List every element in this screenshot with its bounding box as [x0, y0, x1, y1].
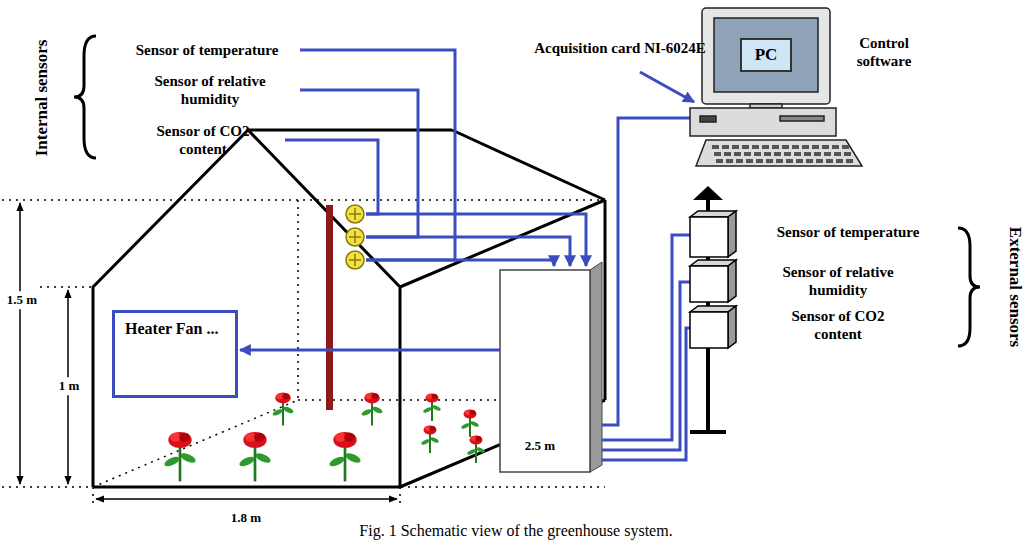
keyboard-key: [846, 159, 853, 163]
keyboard-key: [812, 145, 819, 149]
sensor-label: Sensor of temperature: [136, 41, 279, 59]
keyboard-key: [754, 152, 761, 156]
keyboard-key: [806, 159, 813, 163]
keyboard-key: [836, 159, 843, 163]
keyboard-key: [752, 145, 759, 149]
rose: [361, 393, 384, 426]
actuator-box: Heater Fan ...: [112, 310, 238, 398]
keyboard-key: [736, 159, 743, 163]
card-label: Acquisition card NI-6024E: [525, 39, 715, 57]
rose: [163, 432, 197, 482]
keyboard-key: [816, 159, 823, 163]
keyboard-key: [794, 152, 801, 156]
dimension: 1.5 m: [5, 291, 39, 309]
keyboard-key: [792, 145, 799, 149]
sensor-pole: [326, 205, 333, 410]
keyboard-key: [832, 145, 839, 149]
rose: [461, 410, 480, 438]
node-text: Heater Fan ...: [125, 319, 225, 340]
keyboard-key: [724, 152, 731, 156]
dimension: 1.8 m: [231, 510, 261, 526]
sensor-label: Sensor of CO2 content: [778, 307, 898, 343]
keyboard-key: [742, 145, 749, 149]
dimension: 2.5 m: [525, 438, 555, 454]
keyboard-key: [766, 159, 773, 163]
keyboard-key: [802, 145, 809, 149]
rose: [238, 432, 272, 482]
external-wires: [602, 72, 694, 460]
keyboard-key: [744, 152, 751, 156]
sensor-label: Sensor of relative humidity: [135, 72, 285, 108]
pc-computer: [690, 8, 862, 166]
internal-wires: [285, 50, 586, 266]
keyboard-key: [804, 152, 811, 156]
keyboard-key: [834, 152, 841, 156]
rose: [328, 432, 362, 482]
group-label: External sensors: [1005, 227, 1025, 347]
sensor-label: Sensor of relative humidity: [763, 263, 913, 299]
pc-screen: PC: [740, 38, 792, 72]
keyboard-key: [774, 152, 781, 156]
keyboard-key: [814, 152, 821, 156]
rose: [421, 426, 440, 454]
keyboard-key: [726, 159, 733, 163]
keyboard-key: [824, 152, 831, 156]
keyboard-key: [796, 159, 803, 163]
keyboard-key: [722, 145, 729, 149]
keyboard-key: [782, 145, 789, 149]
keyboard-key: [732, 145, 739, 149]
keyboard-key: [772, 145, 779, 149]
rose-plants: [163, 393, 485, 482]
group-label: Internal sensors: [32, 40, 52, 157]
control-wire: [240, 349, 500, 352]
rose: [272, 393, 295, 426]
control-cabinet: [500, 262, 602, 472]
keyboard-key: [764, 152, 771, 156]
node-text: PC: [752, 45, 780, 65]
external-sensor-mast: [690, 186, 736, 434]
software-label: Control software: [834, 34, 934, 70]
greenhouse-frame: [93, 130, 605, 487]
dimension: 1 m: [57, 377, 82, 395]
keyboard-key: [844, 152, 851, 156]
keyboard-key: [786, 159, 793, 163]
rose: [423, 394, 442, 422]
keyboard-key: [712, 145, 719, 149]
keyboard-key: [784, 152, 791, 156]
keyboard-key: [762, 145, 769, 149]
sensor-label: Sensor of temperature: [777, 223, 920, 241]
heater-link: [240, 350, 500, 351]
sensor-brackets: [74, 36, 980, 346]
rose: [467, 436, 486, 464]
keyboard-key: [716, 159, 723, 163]
sensor-label: Sensor of CO2 content: [143, 122, 263, 158]
keyboard-key: [822, 145, 829, 149]
keyboard-key: [734, 152, 741, 156]
figure-caption: Fig. 1 Schematic view of the greenhouse …: [0, 522, 1032, 540]
keyboard-key: [842, 145, 849, 149]
keyboard-key: [826, 159, 833, 163]
keyboard-key: [756, 159, 763, 163]
keyboard-key: [746, 159, 753, 163]
internal-sensor-symbols: [346, 205, 364, 269]
keyboard-key: [714, 152, 721, 156]
keyboard-key: [776, 159, 783, 163]
